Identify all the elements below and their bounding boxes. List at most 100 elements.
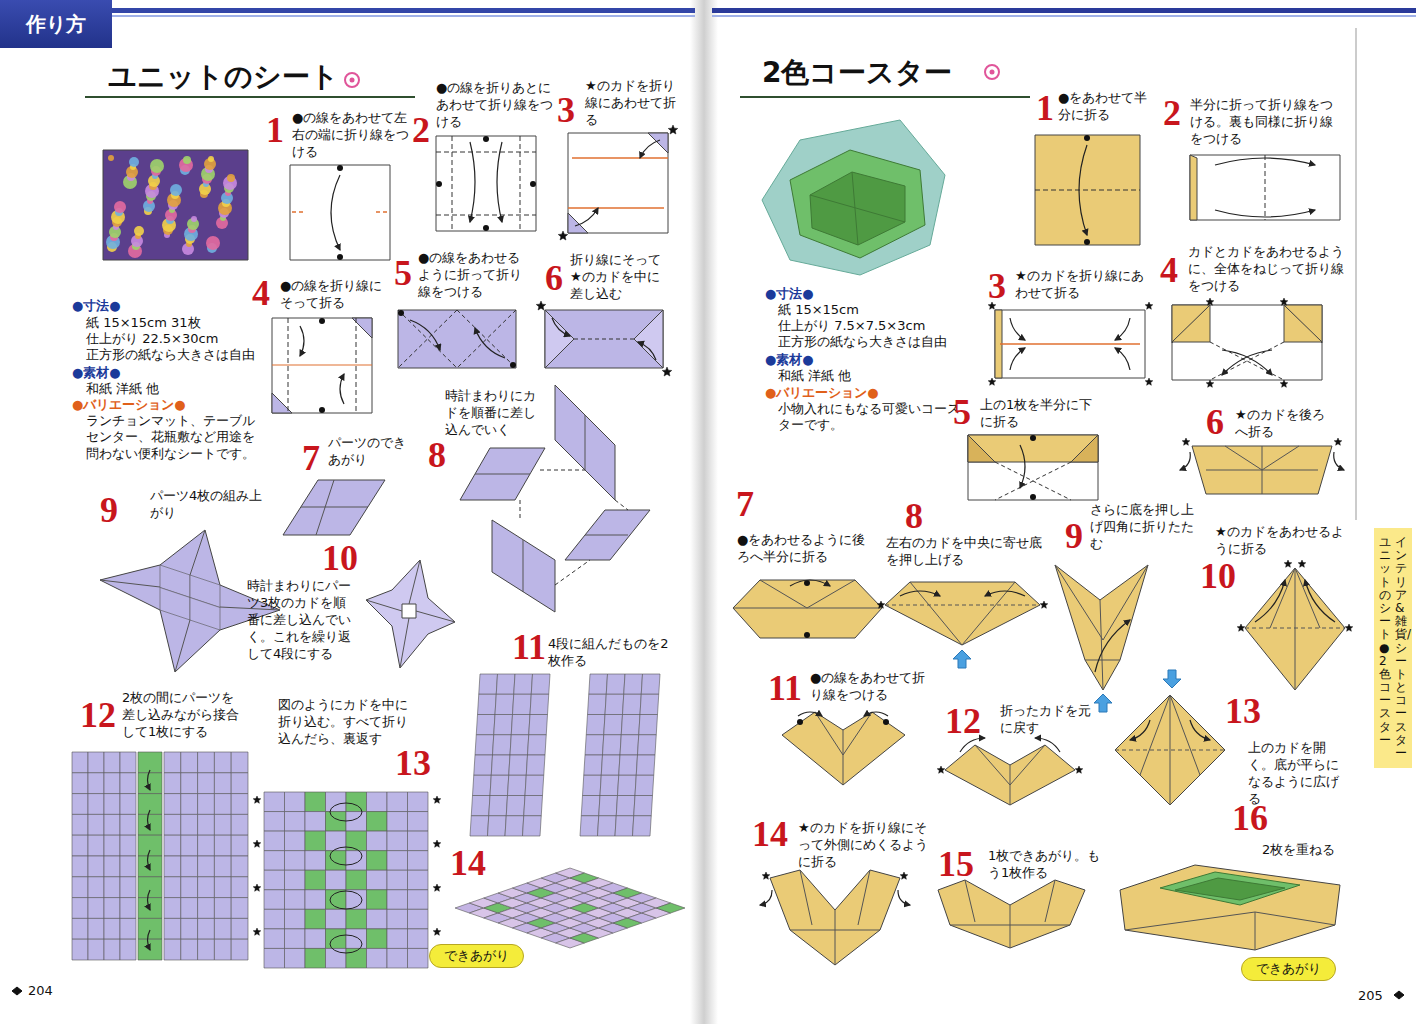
step-number: 10 bbox=[322, 540, 358, 576]
sheet-cell bbox=[264, 812, 285, 832]
sheet-cell bbox=[615, 816, 634, 836]
fold-line bbox=[316, 480, 334, 535]
step-instruction: 2枚を重ねる bbox=[1262, 842, 1354, 859]
paper-shape bbox=[398, 310, 516, 368]
paper-shape bbox=[1172, 305, 1322, 380]
fold-arrow bbox=[1020, 445, 1025, 488]
star-mark bbox=[1182, 438, 1190, 445]
step-number: 2 bbox=[1163, 95, 1181, 131]
step-instruction: 時計まわりにカドを順番に差し込んでいく bbox=[445, 388, 545, 439]
step-number: 12 bbox=[945, 703, 981, 739]
sheet-cell bbox=[190, 598, 220, 631]
star-mark bbox=[1345, 624, 1353, 631]
paper-shape bbox=[1284, 305, 1322, 342]
star-mark bbox=[1206, 298, 1214, 305]
sheet-cell bbox=[88, 835, 104, 856]
sheet-cell bbox=[470, 816, 489, 836]
spec-text: 正方形の紙なら大きさは自由 bbox=[778, 334, 947, 350]
sheet-cell bbox=[264, 890, 285, 910]
fold-line bbox=[540, 470, 585, 471]
sheet-cell bbox=[181, 814, 198, 835]
fold-line bbox=[475, 474, 530, 475]
sheet-cell bbox=[138, 877, 162, 898]
sheet-cell bbox=[138, 752, 162, 773]
sheet-cell bbox=[214, 773, 231, 794]
step-number: 4 bbox=[1160, 252, 1178, 288]
sheet-cell bbox=[600, 775, 619, 795]
sheet-cell bbox=[636, 755, 655, 775]
sheet-cell bbox=[231, 877, 248, 898]
paper-shape bbox=[634, 310, 663, 368]
sheet-cell bbox=[72, 814, 88, 835]
sheet-cell bbox=[104, 794, 120, 815]
fold-line bbox=[1103, 565, 1148, 640]
coaster-photo bbox=[790, 150, 925, 258]
fold-line bbox=[398, 310, 457, 368]
sheet-cell bbox=[214, 856, 231, 877]
fold-line bbox=[409, 560, 420, 604]
sheet-cell bbox=[88, 752, 104, 773]
fold-line bbox=[301, 507, 368, 508]
spec-text: 仕上がり 7.5×7.5×3cm bbox=[778, 318, 925, 334]
fold-arrow bbox=[1180, 452, 1190, 470]
sheet-cell bbox=[164, 794, 181, 815]
sheet-cell bbox=[641, 674, 660, 694]
sheet-cell bbox=[474, 755, 493, 775]
paper-shape bbox=[1192, 446, 1332, 494]
fold-arrow bbox=[1035, 738, 1060, 752]
sheet-cell bbox=[656, 903, 685, 913]
step-instruction: 左右のカドを中央に寄せ底を押し上げる bbox=[886, 535, 1054, 569]
sheet-cell bbox=[606, 674, 625, 694]
sheet-cell bbox=[510, 735, 529, 755]
badge-label: できあがり bbox=[1256, 961, 1321, 978]
fold-line bbox=[1295, 568, 1320, 628]
sheet-cell bbox=[346, 792, 367, 812]
fold-line bbox=[835, 910, 836, 965]
fold-arrow bbox=[798, 712, 822, 716]
step-number: 14 bbox=[450, 845, 486, 881]
fold-dot bbox=[1030, 494, 1036, 500]
fold-arrow bbox=[148, 810, 151, 830]
sheet-cell bbox=[589, 674, 608, 694]
paper-shape bbox=[938, 880, 1085, 948]
sheet-cell bbox=[326, 909, 347, 929]
spec-heading: ●バリエーション● bbox=[72, 397, 186, 413]
step-number: 8 bbox=[905, 498, 923, 534]
top-rule bbox=[712, 15, 1416, 17]
step-number: 9 bbox=[1065, 518, 1083, 554]
star-mark bbox=[1280, 380, 1288, 387]
sheet-cell bbox=[198, 794, 215, 815]
sheet-cell bbox=[367, 948, 388, 968]
fold-line bbox=[457, 310, 516, 368]
sheet-cell bbox=[601, 755, 620, 775]
sheet-cell bbox=[198, 918, 215, 939]
sheet-cell bbox=[305, 929, 326, 949]
sheet-cell bbox=[526, 755, 545, 775]
photo-pattern bbox=[227, 174, 235, 182]
step-number: 9 bbox=[100, 492, 118, 528]
sheet-cell bbox=[305, 851, 326, 871]
step-instruction: カドとカドをあわせるように、全体をねじって折り線をつける bbox=[1188, 244, 1346, 295]
sheet-cell bbox=[473, 775, 492, 795]
sheet-cell bbox=[471, 796, 490, 816]
fold-arrow bbox=[1095, 620, 1130, 672]
fold-line bbox=[1210, 342, 1284, 380]
step-instruction: 4段に組んだものを2枚作る bbox=[548, 636, 680, 670]
step-number: 7 bbox=[302, 440, 320, 476]
fold-line bbox=[790, 930, 880, 931]
sheet-cell bbox=[214, 835, 231, 856]
sheet-cell bbox=[88, 939, 104, 960]
page-number: 205 bbox=[1358, 988, 1383, 1004]
fold-arrow bbox=[1010, 348, 1025, 370]
sheet-cell bbox=[164, 856, 181, 877]
sheet-cell bbox=[584, 755, 603, 775]
step-instruction: ●の線をあわせて折り線をつける bbox=[810, 670, 932, 704]
photo-pattern bbox=[108, 155, 114, 161]
sheet-cell bbox=[214, 898, 231, 919]
sheet-cell bbox=[529, 715, 548, 735]
fold-arrow bbox=[1010, 318, 1025, 340]
fold-arrow bbox=[1215, 158, 1315, 165]
header-tab: 作り方 bbox=[0, 0, 112, 48]
sheet-cell bbox=[478, 694, 497, 714]
